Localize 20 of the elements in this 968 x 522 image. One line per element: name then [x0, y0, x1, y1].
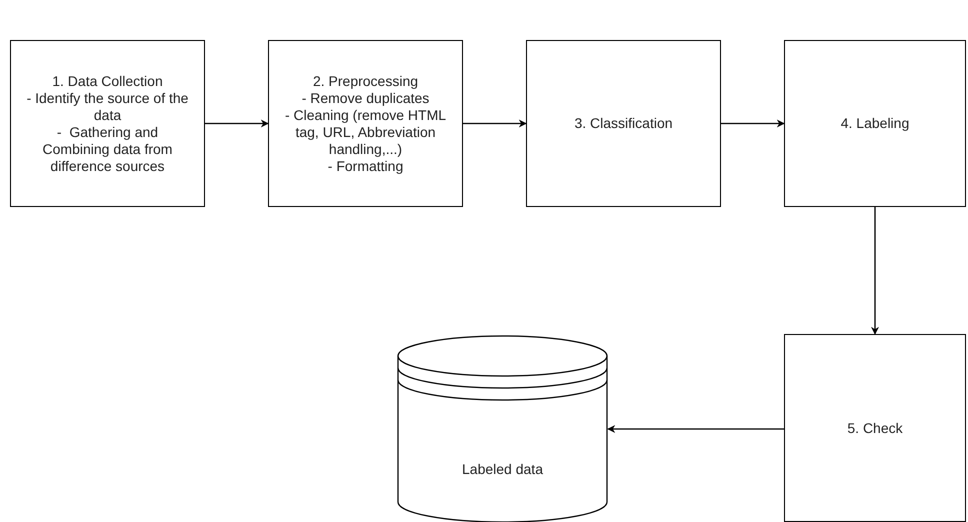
- node-text: - Identify the source of the data: [26, 90, 190, 124]
- node-text: - Cleaning (remove HTML tag, URL, Abbreviation handling,...): [284, 106, 448, 158]
- process-box: [526, 40, 721, 207]
- arrow: [871, 207, 879, 335]
- process-box: [784, 334, 966, 522]
- step-heading: 1. Data Collection: [52, 72, 163, 90]
- step-heading: 2. Preprocessing: [312, 72, 418, 90]
- process-box: [784, 40, 966, 207]
- arrow: [205, 120, 269, 128]
- node-text: 4. Labeling: [840, 115, 910, 132]
- node-text: 3. Classification: [574, 115, 673, 132]
- node-text: - Remove duplicates: [302, 90, 430, 106]
- arrow: [607, 425, 784, 433]
- node-text: 5. Check: [847, 420, 903, 436]
- process-box: [268, 40, 463, 207]
- node-text: - Formatting: [328, 158, 404, 174]
- arrow: [463, 120, 527, 128]
- process-box: [10, 40, 205, 207]
- node-text: - Gathering and Combining data from difference sources: [42, 124, 174, 174]
- arrow: [721, 120, 785, 128]
